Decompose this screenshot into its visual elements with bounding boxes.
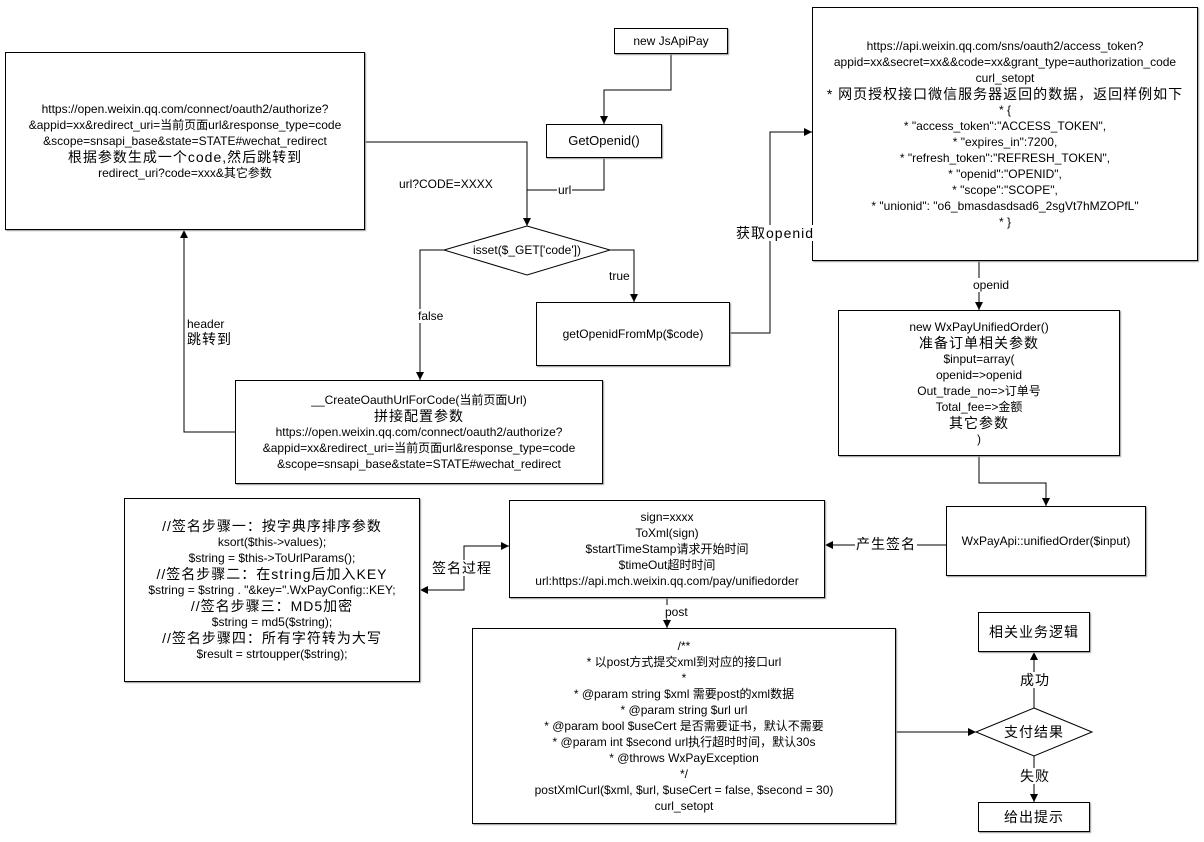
edge-label-line: 跳转到 bbox=[187, 331, 232, 347]
box-text-line: __CreateOauthUrlForCode(当前页面Url) bbox=[311, 393, 527, 407]
box-text-line: &scope=snsapi_base&state=STATE#wechat_re… bbox=[43, 134, 327, 148]
box-text-line: * 以post方式提交xml到对应的接口url bbox=[586, 655, 782, 669]
box-text-line: $input=array( bbox=[943, 352, 1015, 366]
edge-label-openid: openid bbox=[972, 278, 1011, 292]
edge-getopenid-url bbox=[527, 158, 605, 191]
box-text-line: url:https://api.mch.weixin.qq.com/pay/un… bbox=[535, 574, 799, 588]
box-text-line: &appid=xx&redirect_uri=当前页面url&response_… bbox=[28, 118, 342, 132]
box-text-line: * "openid":"OPENID", bbox=[948, 167, 1062, 181]
box-text-line: //签名步骤二：在string后加入KEY bbox=[156, 566, 388, 582]
unified-order-api-box: WxPayApi::unifiedOrder($input) bbox=[946, 506, 1146, 576]
edge-oauth-to-isset bbox=[365, 141, 531, 226]
edge-order-to-api bbox=[978, 456, 1050, 506]
box-text-line: * } bbox=[998, 215, 1011, 229]
box-text-line: $string = $string . "&key=".WxPayConfig:… bbox=[148, 583, 396, 597]
show-tip-box: 给出提示 bbox=[978, 802, 1090, 832]
edge-label-url: url bbox=[557, 183, 573, 197]
box-text-line: //签名步骤三：MD5加密 bbox=[190, 598, 354, 614]
box-text-line: getOpenidFromMp($code) bbox=[562, 327, 704, 341]
box-text-line: 相关业务逻辑 bbox=[989, 624, 1079, 640]
edge-isset-true bbox=[610, 249, 638, 302]
box-text-line: new WxPayUnifiedOrder() bbox=[909, 320, 1049, 334]
box-text-line: 准备订单相关参数 bbox=[919, 335, 1039, 351]
create-oauth-url-box: __CreateOauthUrlForCode(当前页面Url) 拼接配置参数 … bbox=[235, 380, 603, 484]
box-text-line: $result = strtoupper($string); bbox=[196, 647, 348, 661]
box-text-line: curl_setopt bbox=[975, 71, 1035, 85]
get-openid-from-mp-box: getOpenidFromMp($code) bbox=[536, 302, 730, 366]
post-xml-curl-box: /** * 以post方式提交xml到对应的接口url * * @param s… bbox=[472, 628, 896, 824]
box-text-line: * { bbox=[998, 103, 1011, 117]
box-text-line: */ bbox=[679, 767, 688, 781]
box-text-line: sign=xxxx bbox=[640, 510, 694, 524]
edge-isset-false bbox=[416, 249, 444, 380]
box-text-line: * 网页授权接口微信服务器返回的数据，返回样例如下 bbox=[826, 86, 1184, 102]
box-text-line: $startTimeStamp请求开始时间 bbox=[585, 542, 749, 556]
box-text-line: $timeOut超时时间 bbox=[618, 558, 716, 572]
new-jsapipay-box: new JsApiPay bbox=[614, 28, 728, 54]
box-text-line: * bbox=[681, 671, 687, 685]
box-text-line: redirect_uri?code=xxx&其它参数 bbox=[98, 166, 272, 180]
box-text-line: * "refresh_token":"REFRESH_TOKEN", bbox=[899, 151, 1111, 165]
box-text-line: https://open.weixin.qq.com/connect/oauth… bbox=[41, 102, 329, 116]
box-text-line: 拼接配置参数 bbox=[374, 408, 464, 424]
edge-label-true: true bbox=[608, 269, 631, 283]
box-text-line: openid=>openid bbox=[935, 368, 1023, 382]
box-text-line: * @param string $xml 需要post的xml数据 bbox=[573, 687, 795, 701]
edge-jsapipay-to-getopenid bbox=[600, 54, 672, 124]
box-text-line: &scope=snsapi_base&state=STATE#wechat_re… bbox=[277, 457, 561, 471]
box-text-line: WxPayApi::unifiedOrder($input) bbox=[961, 534, 1131, 548]
business-logic-box: 相关业务逻辑 bbox=[978, 612, 1090, 652]
box-text-line: https://open.weixin.qq.com/connect/oauth… bbox=[275, 425, 563, 439]
edge-label-sign-process: 签名过程 bbox=[431, 560, 493, 576]
oauth-authorize-box: https://open.weixin.qq.com/connect/oauth… bbox=[5, 52, 365, 230]
box-text-line: ) bbox=[977, 432, 981, 446]
box-text-line: postXmlCurl($xml, $url, $useCert = false… bbox=[534, 783, 834, 797]
access-token-box: https://api.weixin.qq.com/sns/oauth2/acc… bbox=[812, 7, 1198, 261]
box-text-line: 根据参数生成一个code,然后跳转到 bbox=[67, 149, 303, 165]
isset-code-decision-label: isset($_GET['code']) bbox=[473, 243, 581, 257]
box-text-line: $string = md5($string); bbox=[211, 615, 333, 629]
box-text-line: Total_fee=>金额 bbox=[935, 400, 1023, 414]
box-text-line: &appid=xx&redirect_uri=当前页面url&response_… bbox=[262, 441, 576, 455]
box-text-line: appid=xx&secret=xx&&code=xx&grant_type=a… bbox=[833, 55, 1177, 69]
edge-label-header-redirect: header 跳转到 bbox=[186, 317, 233, 347]
box-text-line: 给出提示 bbox=[1004, 809, 1064, 825]
edge-label-false: false bbox=[417, 309, 445, 323]
isset-code-decision bbox=[442, 225, 612, 276]
box-text-line: * "access_token":"ACCESS_TOKEN", bbox=[903, 119, 1107, 133]
box-text-line: * @param bool $useCert 是否需要证书，默认不需要 bbox=[544, 719, 824, 733]
box-text-line: ToXml(sign) bbox=[635, 526, 699, 540]
edge-label-generate-sign: 产生签名 bbox=[855, 536, 917, 552]
box-text-line: * @param int $second url执行超时时间，默认30s bbox=[552, 735, 816, 749]
box-text-line: * "scope":"SCOPE", bbox=[952, 183, 1058, 197]
unified-order-object-box: new WxPayUnifiedOrder() 准备订单相关参数 $input=… bbox=[838, 310, 1120, 456]
box-text-line: 其它参数 bbox=[949, 415, 1009, 431]
edge-create-to-oauth bbox=[180, 230, 235, 433]
box-text-line: /** bbox=[677, 639, 691, 653]
edge-label-post: post bbox=[664, 605, 689, 619]
box-text-line: * "unionid": "o6_bmasdasdsad6_2sgVt7hMZO… bbox=[871, 199, 1139, 213]
box-text-line: //签名步骤四：所有字符转为大写 bbox=[162, 630, 382, 646]
sign-steps-box: //签名步骤一：按字典序排序参数 ksort($this->values); $… bbox=[124, 498, 420, 682]
box-text-line: Out_trade_no=>订单号 bbox=[917, 384, 1041, 398]
box-text-line: ksort($this->values); bbox=[217, 535, 327, 549]
edge-label-line: header bbox=[187, 317, 225, 331]
pay-result-decision bbox=[974, 707, 1094, 757]
sign-request-box: sign=xxxx ToXml(sign) $startTimeStamp请求开… bbox=[509, 500, 825, 598]
get-openid-box: GetOpenid() bbox=[546, 124, 662, 158]
box-text-line: new JsApiPay bbox=[633, 34, 709, 48]
box-text-line: https://api.weixin.qq.com/sns/oauth2/acc… bbox=[866, 39, 1144, 53]
box-text-line: * @param string $url url bbox=[620, 703, 748, 717]
edge-label-success: 成功 bbox=[1019, 672, 1051, 688]
box-text-line: curl_setopt bbox=[654, 799, 714, 813]
edge-label-fail: 失败 bbox=[1019, 768, 1051, 784]
box-text-line: //签名步骤一：按字典序排序参数 bbox=[162, 518, 382, 534]
box-text-line: GetOpenid() bbox=[568, 133, 640, 148]
box-text-line: $string = $this->ToUrlParams(); bbox=[188, 551, 356, 565]
box-text-line: * @throws WxPayException bbox=[609, 751, 759, 765]
edge-label-get-openid: 获取openid bbox=[735, 225, 816, 241]
box-text-line: * "expires_in":7200, bbox=[952, 135, 1058, 149]
edge-label-url-code: url?CODE=XXXX bbox=[398, 177, 494, 191]
pay-result-decision-label: 支付结果 bbox=[1004, 724, 1064, 740]
